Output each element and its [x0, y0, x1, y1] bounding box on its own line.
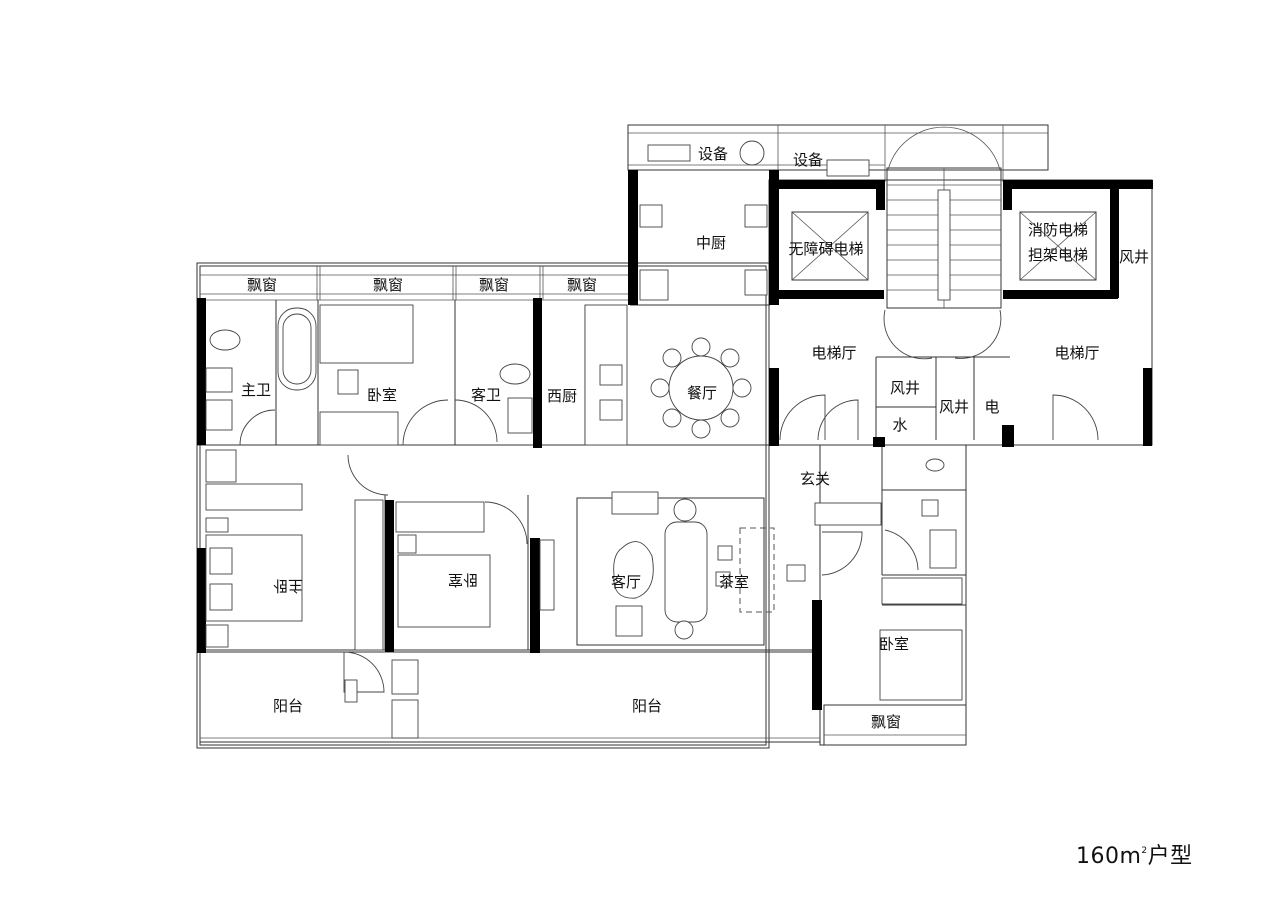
label-dining: 餐厅: [687, 384, 717, 402]
label-balcony-1: 阳台: [273, 697, 303, 715]
label-fire-elevator-1: 消防电梯: [1028, 221, 1088, 239]
doors: [239, 309, 1099, 693]
plan-caption: 160m2户型: [1076, 838, 1193, 870]
label-bay-window-2: 飘窗: [373, 276, 403, 294]
label-equipment-2: 设备: [793, 151, 823, 169]
label-entrance: 玄关: [800, 470, 830, 488]
label-master-bedroom: 主卧: [273, 577, 303, 595]
label-bedroom-3: 卧室: [879, 635, 909, 653]
label-elevator-hall-1: 电梯厅: [811, 344, 856, 362]
caption-area: 160m: [1076, 844, 1142, 869]
label-balcony-2: 阳台: [632, 697, 662, 715]
caption-superscript: 2: [1141, 846, 1148, 856]
label-electric: 电: [984, 398, 999, 416]
outline: [196, 124, 1153, 749]
elevators: [791, 211, 1097, 281]
label-chinese-kitchen: 中厨: [696, 234, 726, 252]
room-labels: 飘窗 飘窗 飘窗 飘窗 飘窗 设备 设备 中厨 无障碍电梯 消防电梯 担架电梯 …: [241, 145, 1149, 731]
label-living: 客厅: [611, 573, 641, 591]
furniture: [205, 140, 963, 739]
label-water: 水: [892, 416, 907, 434]
stair: [886, 126, 1002, 309]
label-air-shaft-2: 风井: [890, 379, 920, 397]
label-accessible-elevator: 无障碍电梯: [788, 240, 863, 258]
label-bay-window-5: 飘窗: [871, 713, 901, 731]
label-bay-window-3: 飘窗: [479, 276, 509, 294]
label-western-kitchen: 西厨: [547, 387, 577, 405]
label-tea-room: 茶室: [719, 573, 749, 591]
label-bedroom-2: 卧室: [448, 571, 478, 589]
structural-walls: [197, 170, 1153, 710]
caption-suffix: 户型: [1147, 844, 1193, 869]
label-master-bath: 主卫: [241, 381, 271, 399]
label-guest-bath: 客卫: [471, 386, 501, 404]
label-fire-elevator-2: 担架电梯: [1028, 246, 1088, 264]
label-bay-window-4: 飘窗: [567, 276, 597, 294]
label-equipment-1: 设备: [698, 145, 728, 163]
label-air-shaft-1: 风井: [1119, 248, 1149, 266]
label-elevator-hall-2: 电梯厅: [1054, 344, 1099, 362]
label-air-shaft-3: 风井: [939, 398, 969, 416]
label-bedroom-1: 卧室: [367, 386, 397, 404]
label-bay-window-1: 飘窗: [247, 276, 277, 294]
